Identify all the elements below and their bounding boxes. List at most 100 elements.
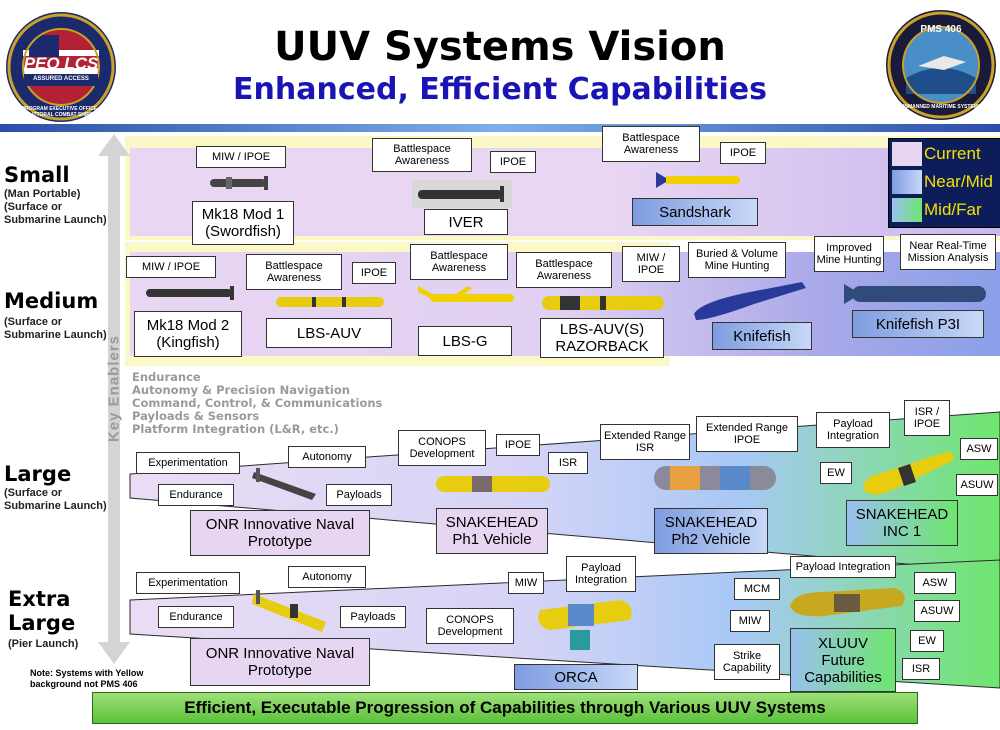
tag-xluuv-0: Payload Integration (790, 556, 896, 578)
logo-peo-lcs: PEO LCS ASSURED ACCESS PROGRAM EXECUTIVE… (4, 10, 118, 124)
tag-sandshark-2: IPOE (720, 142, 766, 164)
razorback-l2: RAZORBACK (555, 338, 649, 355)
snake1-l1: SNAKEHEAD (445, 514, 539, 531)
logo-pms406: PMS 406 UNMANNED MARITIME SYSTEMS (884, 8, 998, 122)
pms406-seal-icon (886, 10, 996, 120)
name-lbs-g: LBS-G (418, 326, 512, 356)
knifefish-p3i-vehicle-icon (844, 284, 986, 304)
enabler-1: Autonomy & Precision Navigation (132, 383, 350, 397)
tag-xl-onr-2: Endurance (158, 606, 234, 628)
legend-current: Current (924, 144, 981, 163)
tag-snake2-1: Extended Range IPOE (696, 416, 798, 452)
tag-xluuv-5: ASUW (914, 600, 960, 622)
tag-sandshark-1: Battlespace Awareness (602, 126, 700, 162)
legend-near-mid: Near/Mid (924, 172, 993, 191)
tag-mk18-mod2: MIW / IPOE (126, 256, 216, 278)
tag-large-onr-2: Endurance (158, 484, 234, 506)
mk18-mod2-l1: Mk18 Mod 2 (146, 317, 230, 334)
row-sub-small-2: (Surface or (4, 201, 63, 213)
lbs-g-vehicle-icon (418, 286, 514, 302)
note-line-2: background not PMS 406 (30, 679, 138, 689)
tag-orca-1: MIW (508, 572, 544, 594)
tag-lbs-auv-1: Battlespace Awareness (246, 254, 342, 290)
tag-lbs-auv-2: IPOE (352, 262, 396, 284)
tag-large-onr-3: Payloads (326, 484, 392, 506)
key-enablers-arrow-icon (98, 134, 130, 664)
tag-orca-0: CONOPS Development (426, 608, 514, 644)
enabler-3: Payloads & Sensors (132, 409, 260, 423)
tag-iver-2: IPOE (490, 151, 536, 173)
large-onr-vehicle-icon (252, 468, 316, 500)
snake2-l1: SNAKEHEAD (664, 514, 758, 531)
logo-left-main: PEO LCS (23, 54, 99, 73)
tag-mk18-mod1: MIW / IPOE (196, 146, 286, 168)
name-knifefish-p3i: Knifefish P3I (852, 310, 984, 338)
xluuv-vehicle-icon (790, 588, 905, 617)
tag-snakeinc-1: ISR / IPOE (904, 400, 950, 436)
lbs-auv-vehicle-icon (276, 297, 384, 307)
legend-swatch-near-mid (892, 170, 922, 194)
row-label-xlarge-2: Large (8, 611, 76, 635)
enabler-0: Endurance (132, 370, 201, 384)
page-title: UUV Systems Vision (274, 24, 726, 70)
xl-onr-vehicle-icon (252, 590, 326, 632)
key-enablers-label: Key Enablers (105, 334, 123, 443)
row-sub-large-1: (Surface or (4, 487, 63, 499)
header-divider (0, 124, 1000, 132)
tag-large-onr-1: Autonomy (288, 446, 366, 468)
footer-banner: Efficient, Executable Progression of Cap… (92, 692, 918, 724)
logo-right-ring: UNMANNED MARITIME SYSTEMS (900, 104, 982, 110)
xl-onr-l2: Prototype (247, 662, 313, 679)
name-sandshark: Sandshark (632, 198, 758, 226)
large-onr-l1: ONR Innovative Naval (205, 516, 355, 533)
row-sub-small-1: (Man Portable) (4, 188, 81, 200)
legend-swatch-mid-far (892, 198, 922, 222)
logo-left-sub: ASSURED ACCESS (33, 76, 89, 82)
tag-xl-onr-0: Experimentation (136, 572, 240, 594)
tag-xluuv-6: EW (910, 630, 944, 652)
xl-onr-l1: ONR Innovative Naval (205, 645, 355, 662)
tag-knifefish-p3i-1: Improved Mine Hunting (814, 236, 884, 272)
mk18-mod1-vehicle-icon (210, 176, 268, 190)
name-lbs-auv: LBS-AUV (266, 318, 392, 348)
xluuv-l1: XLUUV (817, 634, 869, 652)
tag-snakeinc-3: EW (820, 462, 852, 484)
name-mk18-mod2: Mk18 Mod 2(Kingfish) (134, 311, 242, 357)
tag-lbs-g: Battlespace Awareness (410, 244, 508, 280)
xluuv-l2: Future (821, 651, 865, 669)
razorback-vehicle-icon (542, 296, 664, 310)
page-subtitle: Enhanced, Efficient Capabilities (233, 72, 767, 107)
snakeinc-l2: INC 1 (882, 523, 922, 540)
row-sub-xlarge-1: (Pier Launch) (8, 638, 79, 650)
tag-razorback-2: MIW / IPOE (622, 246, 680, 282)
razorback-l1: LBS-AUV(S) (559, 321, 645, 338)
tag-snakeinc-2: ASW (960, 438, 998, 460)
name-iver: IVER (424, 209, 508, 235)
logo-left-ring: PROGRAM EXECUTIVE OFFICE · LITTORAL COMB… (21, 106, 101, 118)
tag-snakeinc-0: Payload Integration (816, 412, 890, 448)
row-sub-small-3: Submarine Launch) (4, 214, 107, 226)
iver-vehicle-icon (412, 180, 512, 208)
tag-large-onr-0: Experimentation (136, 452, 240, 474)
snake1-l2: Ph1 Vehicle (452, 531, 532, 548)
enabler-2: Command, Control, & Communications (132, 396, 383, 410)
snake2-vehicle-icon (654, 466, 776, 490)
large-onr-l2: Prototype (247, 533, 313, 550)
tag-knifefish: Buried & Volume Mine Hunting (688, 242, 786, 278)
tag-snake1-2: ISR (548, 452, 588, 474)
tag-xluuv-3: Strike Capability (714, 644, 780, 680)
row-label-medium: Medium (4, 289, 99, 313)
peo-lcs-seal-icon (6, 12, 116, 122)
knifefish-vehicle-icon (694, 282, 806, 320)
name-orca: ORCA (514, 664, 638, 690)
row-sub-medium-1: (Surface or (4, 316, 63, 328)
legend-swatch-current (892, 142, 922, 166)
mk18-mod1-l1: Mk18 Mod 1 (201, 206, 285, 223)
row-label-large: Large (4, 462, 72, 486)
